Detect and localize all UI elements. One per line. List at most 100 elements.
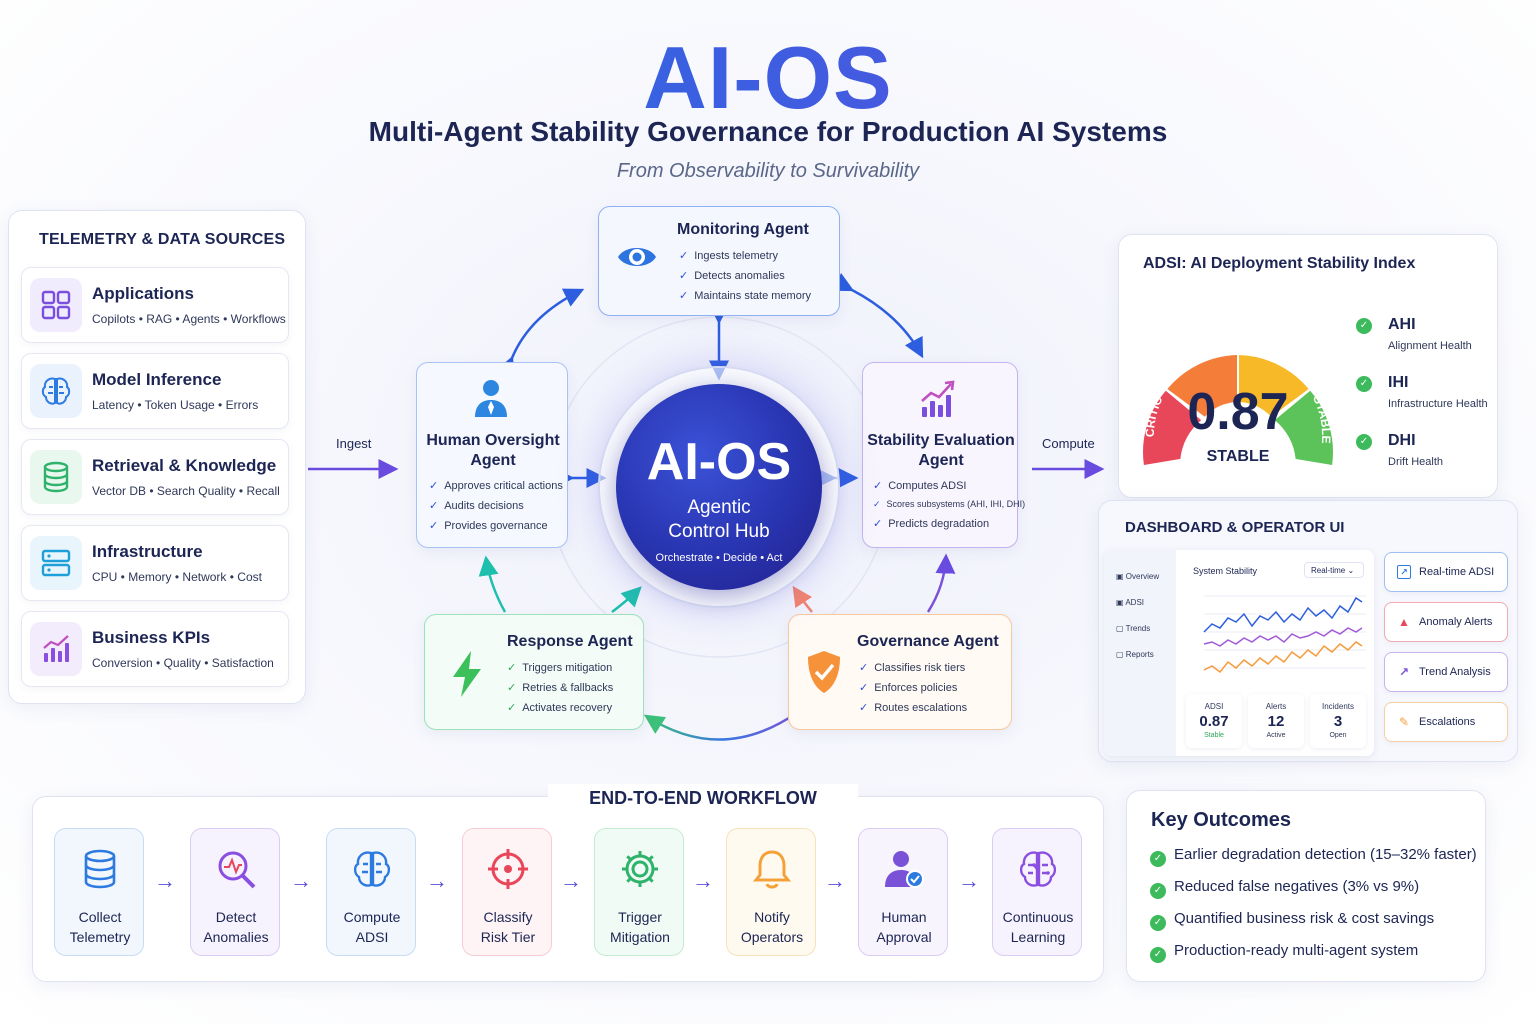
agent-task: ✓Approves critical actions (429, 480, 563, 492)
workflow-arrow: → (154, 868, 176, 893)
trend-icon: ↗ (1397, 565, 1411, 579)
target-icon (486, 847, 530, 891)
control-hub[interactable]: AI-OS Agentic Control Hub Orchestrate • … (616, 384, 822, 590)
adsi-value: 0.87 (1187, 383, 1289, 441)
stat-card-adsi[interactable]: ADSI 0.87 Stable (1186, 694, 1242, 748)
telemetry-panel: TELEMETRY & DATA SOURCES Applications Co… (8, 210, 306, 704)
governance-agent-card[interactable]: Governance Agent ✓Classifies risk tiers … (788, 614, 1012, 730)
agent-task: ✓Ingests telemetry (679, 250, 778, 262)
escalation-icon: ✎ (1398, 715, 1410, 729)
gauge-segment-warning (1239, 355, 1309, 417)
database-icon (30, 450, 82, 504)
hub-title: AI-OS (646, 433, 792, 491)
gauge-label-critical: CRITICAL (1118, 290, 1165, 437)
anomaly-alerts-button[interactable]: ▲Anomaly Alerts (1384, 602, 1508, 642)
trend-analysis-button[interactable]: ↗Trend Analysis (1384, 652, 1508, 692)
escalations-button[interactable]: ✎Escalations (1384, 702, 1508, 742)
agent-title: Stability Evaluation Agent (867, 432, 1015, 469)
main-title: AI-OS (0, 30, 1536, 126)
brain-circuit-icon (1016, 847, 1060, 891)
human-oversight-agent-card[interactable]: Human Oversight Agent ✓Approves critical… (416, 362, 568, 548)
workflow-arrow: → (560, 868, 582, 893)
check-icon: ✓ (1150, 851, 1166, 867)
source-business-kpis[interactable]: Business KPIs Conversion • Quality • Sat… (21, 611, 289, 687)
subtitle: Multi-Agent Stability Governance for Pro… (368, 116, 1168, 147)
warning-icon: ▲ (1398, 615, 1410, 629)
person-icon (471, 377, 511, 424)
outcome-item: ✓Earlier degradation detection (15–32% f… (1150, 846, 1477, 867)
workflow-arrow: → (692, 868, 714, 893)
agent-task: ✓Detects anomalies (679, 270, 785, 282)
chart-line-icon: ↗ (1398, 665, 1410, 679)
agent-task: ✓Maintains state memory (679, 290, 811, 302)
workflow-title: END-TO-END WORKFLOW (548, 784, 858, 812)
agent-title: Monitoring Agent (677, 221, 809, 238)
source-title: Retrieval & Knowledge (92, 456, 277, 475)
agent-task: ✓Retries & fallbacks (507, 682, 614, 694)
telemetry-title: TELEMETRY & DATA SOURCES (39, 231, 286, 248)
agent-task-list: ✓Computes ADSI ✓Scores subsystems (AHI, … (873, 479, 1025, 537)
stability-evaluation-agent-card[interactable]: Stability Evaluation Agent ✓Computes ADS… (862, 362, 1025, 548)
adsi-title: ADSI: AI Deployment Stability Index (1143, 255, 1416, 272)
source-title: Infrastructure (92, 542, 203, 561)
bar-chart-icon (30, 622, 82, 676)
gear-icon (618, 847, 662, 891)
source-title: Applications (92, 284, 195, 303)
stat-card-alerts[interactable]: Alerts 12 Active (1248, 694, 1304, 748)
gauge-segment-degrading (1167, 355, 1237, 417)
range-select[interactable]: Real-time ⌄ (1304, 562, 1364, 578)
agent-title: Human Oversight Agent (426, 432, 560, 469)
outcome-item: ✓Quantified business risk & cost savings (1150, 910, 1434, 931)
source-applications[interactable]: Applications Copilots • RAG • Agents • W… (21, 267, 289, 343)
nav-item-reports[interactable]: ▢ Reports (1116, 650, 1154, 659)
check-icon: ✓ (1356, 376, 1372, 392)
eye-icon (615, 239, 659, 280)
hub-line2: Control Hub (668, 521, 770, 542)
agent-task: ✓Scores subsystems (AHI, IHI, DHI) (873, 499, 1026, 509)
brain-icon (30, 364, 82, 418)
source-infrastructure[interactable]: Infrastructure CPU • Memory • Network • … (21, 525, 289, 601)
source-subtitle: CPU • Memory • Network • Cost (92, 570, 262, 584)
source-retrieval-knowledge[interactable]: Retrieval & Knowledge Vector DB • Search… (21, 439, 289, 515)
response-agent-card[interactable]: Response Agent ✓Triggers mitigation ✓Ret… (424, 614, 644, 730)
stat-card-incidents[interactable]: Incidents 3 Open (1310, 694, 1366, 748)
source-subtitle: Vector DB • Search Quality • Recall (92, 484, 280, 498)
source-model-inference[interactable]: Model Inference Latency • Token Usage • … (21, 353, 289, 429)
chart-title: System Stability (1193, 566, 1258, 576)
agent-task: ✓Enforces policies (859, 682, 958, 694)
hub-line1: Agentic (687, 497, 751, 518)
agent-task: ✓Provides governance (429, 520, 548, 532)
nav-item-overview[interactable]: ▣ Overview (1116, 572, 1160, 581)
agent-task: ✓Predicts degradation (873, 518, 990, 530)
source-subtitle: Latency • Token Usage • Errors (92, 398, 259, 412)
grid-icon (30, 278, 82, 332)
adsi-status: STABLE (1206, 448, 1270, 465)
agent-task: ✓Computes ADSI (873, 480, 967, 492)
dashboard-title: DASHBOARD & OPERATOR UI (1125, 519, 1345, 536)
check-icon: ✓ (1150, 883, 1166, 899)
agent-task-list: ✓Triggers mitigation ✓Retries & fallback… (507, 661, 613, 721)
database-icon (78, 847, 122, 891)
dashboard-sidebar (1104, 550, 1176, 756)
agent-task: ✓Routes escalations (859, 702, 968, 714)
realtime-adsi-button[interactable]: ↗Real-time ADSI (1384, 552, 1508, 592)
workflow-arrow: → (958, 868, 980, 893)
nav-item-adsi[interactable]: ▣ ADSI (1116, 598, 1145, 607)
monitoring-agent-card[interactable]: Monitoring Agent ✓Ingests telemetry ✓Det… (598, 206, 840, 316)
source-title: Business KPIs (92, 628, 211, 647)
nav-item-trends[interactable]: ▢ Trends (1116, 624, 1151, 633)
agent-task-list: ✓Ingests telemetry ✓Detects anomalies ✓M… (679, 249, 811, 309)
outcome-item: ✓Reduced false negatives (3% vs 9%) (1150, 878, 1419, 899)
